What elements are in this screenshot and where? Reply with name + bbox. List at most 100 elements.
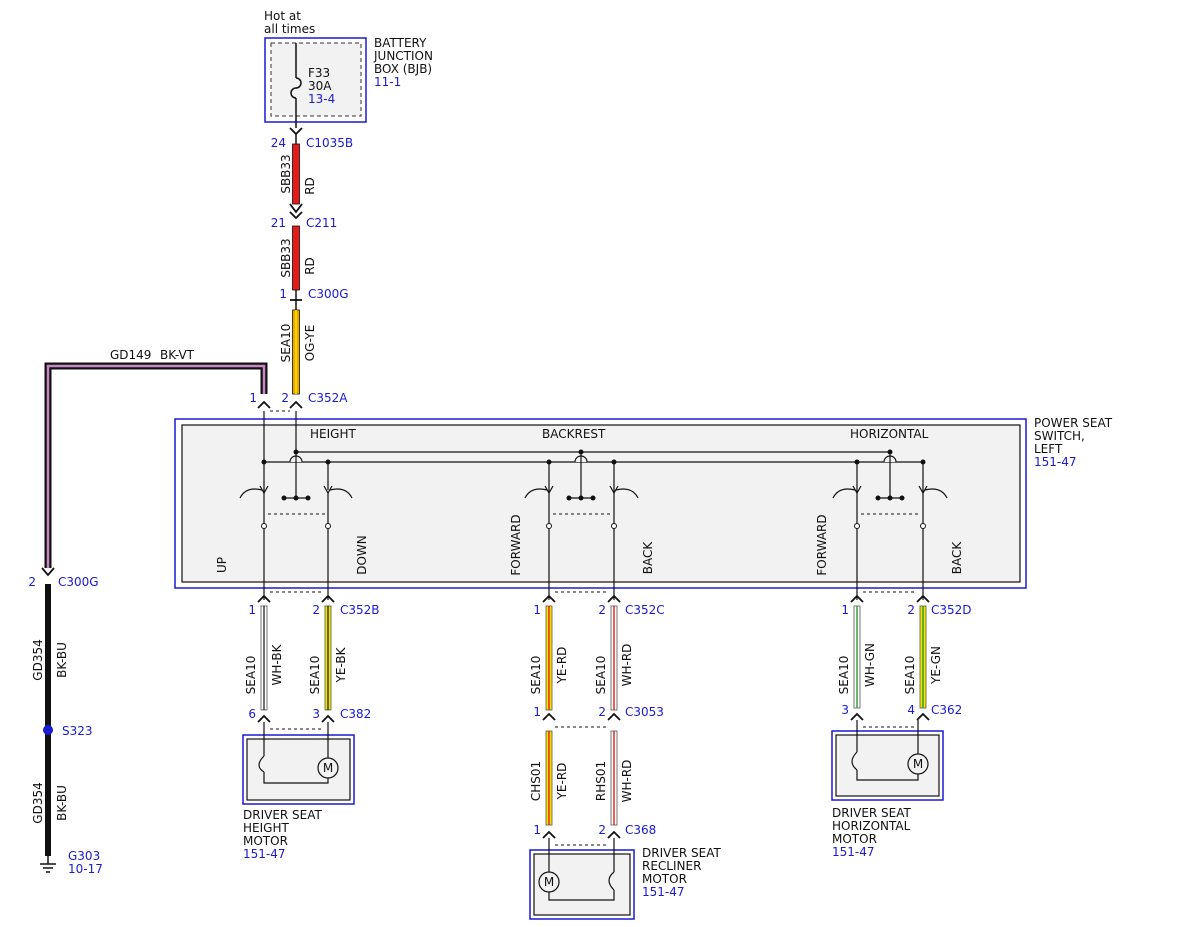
ground-g303-icon [40,856,56,873]
switch-down-label: DOWN [355,535,369,575]
b1-circuit: SEA10 [529,656,543,695]
horizontal-motor-name-line3: MOTOR [832,832,877,846]
switch-back2-label: BACK [950,541,964,575]
connector-c352a: 1 2 C352A [249,391,348,412]
sea10-supply-circuit: SEA10 [279,324,293,363]
c211-name: C211 [306,216,337,230]
horizontal-motor-outline [831,730,944,801]
switch-ref: 151-47 [1034,455,1077,469]
horizontal-motor-ref: 151-47 [832,845,875,859]
bjb-name-line1: BATTERY [374,36,427,50]
h1-circuit: SEA10 [244,656,258,695]
c368-pin1-chevron-icon [542,830,556,839]
height-motor-name-line2: HEIGHT [243,821,289,835]
section-height-label: HEIGHT [310,427,356,441]
c362-name: C362 [931,703,962,717]
recliner-motor-ref: 151-47 [642,885,685,899]
c362-pin2: 4 [907,703,915,717]
hot-at-all-times-line2: all times [264,22,315,36]
b2-color: WH-RD [620,644,634,687]
switch-back1-label: BACK [641,541,655,575]
z1-circuit: SEA10 [837,656,851,695]
switch-name-line2: SWITCH, [1034,429,1085,443]
height-motor-name-line1: DRIVER SEAT [243,808,323,822]
c362-pin2-chevron-icon [916,712,930,721]
recliner-motor-outline [529,849,635,920]
fuse-amps: 30A [308,79,332,93]
z2-color: YE-GN [929,646,943,685]
switch-forward1-label: FORWARD [509,514,523,575]
sea10-supply-color: OG-YE [303,325,317,362]
switch-outline [174,418,1027,589]
sbb33-b-color: RD [303,257,317,275]
horizontal-motor-symbol: M [913,757,923,771]
c352b-pin1: 1 [248,603,256,617]
height-motor-branch: 1 2 C352B SEA10 WH-BK SEA10 YE-BK 6 3 C3… [242,591,380,861]
sbb33-b-circuit: SBB33 [279,238,293,277]
b2-circuit: SEA10 [594,656,608,695]
c362-pin1: 3 [841,703,849,717]
b3-color: YE-RD [555,763,569,801]
horizontal-motor-m-icon [907,753,929,775]
c352d-name: C352D [931,603,972,617]
sbb33-a-circuit: SBB33 [279,154,293,193]
c3053-pin2-chevron-icon [607,712,621,721]
gd354-wire [45,584,51,856]
sbb33-a-color: RD [303,177,317,195]
z1-color: WH-GN [863,643,877,687]
b1-color: YE-RD [555,647,569,685]
h1-color: WH-BK [270,643,284,685]
c352d-pin1-chevron-icon [850,594,864,603]
gd149-stripe [46,364,266,568]
recliner-motor-name-line3: MOTOR [642,872,687,886]
c368-pin2: 2 [598,823,606,837]
c352d-pin2-chevron-icon [916,594,930,603]
c300g-left-pin: 2 [28,575,36,589]
horizontal-motor-branch: 1 2 C352D SEA10 WH-GN SEA10 YE-GN 3 4 C3… [831,591,972,859]
bjb-ref: 11-1 [374,75,401,89]
battery-junction-box: Hot at all times F33 30A 13-4 BATTERY JU… [264,9,433,128]
c368-name: C368 [625,823,656,837]
bjb-inner [270,42,362,117]
c300g-top-name: C300G [308,287,349,301]
c368-pin2-chevron-icon [607,830,621,839]
splice-s323-name: S323 [62,724,93,738]
b4-circuit: RHS01 [594,761,608,801]
c3053-pin1-chevron-icon [542,712,556,721]
b4-color: WH-RD [620,760,634,803]
c362-pin1-chevron-icon [850,712,864,721]
section-horizontal-label: HORIZONTAL [850,427,929,441]
supply-wire-run: 24 C1035B SBB33 RD 21 C211 SBB33 RD 1 C3… [271,127,353,395]
c352c-pin1-chevron-icon [542,594,556,603]
c352b-pin2: 2 [312,603,320,617]
recliner-motor-name-line2: RECLINER [642,859,701,873]
height-motor-m-icon [317,757,339,779]
horizontal-motor-name-line1: DRIVER SEAT [832,806,912,820]
switch-up-label: UP [215,557,229,573]
c352c-pin2-chevron-icon [607,594,621,603]
section-backrest-label: BACKREST [542,427,606,441]
height-switch-contacts [239,449,353,600]
sbb33-wire-a [292,143,300,205]
c352d-pin1: 1 [841,603,849,617]
recliner-motor-name-line1: DRIVER SEAT [642,846,722,860]
c1035b-pin: 24 [271,136,286,150]
c3053-pin1: 1 [533,705,541,719]
fuse-symbol-icon [290,77,302,99]
sbb33-wire-b [292,225,300,291]
c382-pin1: 6 [248,707,256,721]
c352b-pin2-chevron-icon [321,594,335,603]
switch-forward2-label: FORWARD [815,514,829,575]
c382-pin1-chevron-icon [257,714,271,723]
recliner-motor-branch: 1 2 C352C SEA10 YE-RD SEA10 WH-RD 1 2 C3… [529,591,722,920]
c300g-left-chevron-icon [41,567,55,577]
bjb-outline [264,37,367,123]
horizontal-motor-name-line2: HORIZONTAL [832,819,911,833]
gd354-a-circuit: GD354 [31,639,45,680]
c352a-pin2: 2 [281,391,289,405]
c211-chevron-icon [289,203,303,214]
gd354-b-circuit: GD354 [31,782,45,823]
bjb-name-line3: BOX (BJB) [374,62,432,76]
switch-name-line1: POWER SEAT [1034,416,1113,430]
